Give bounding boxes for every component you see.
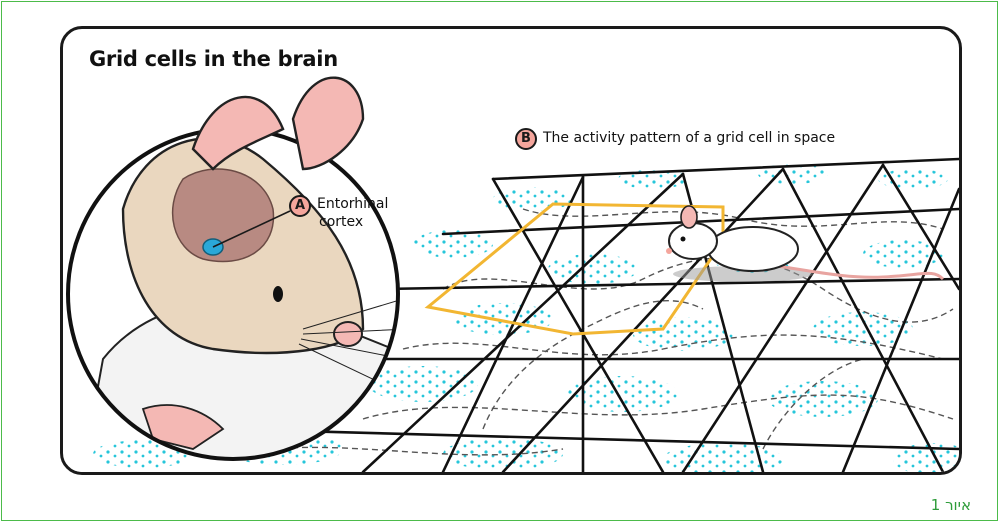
illustration-panel: Grid cells in the brain A Entorhinal cor… xyxy=(60,26,962,475)
label-a-line1: Entorhinal xyxy=(317,195,388,213)
label-b-text: The activity pattern of a grid cell in s… xyxy=(543,129,835,147)
figure-title: Grid cells in the brain xyxy=(89,47,338,71)
label-a-badge: A xyxy=(289,195,311,217)
label-a-line2: cortex xyxy=(317,213,388,231)
figure-caption: איור 1 xyxy=(931,496,971,514)
label-a-entorhinal: Entorhinal cortex xyxy=(317,195,388,231)
label-b-badge: B xyxy=(515,128,537,150)
grid-cell-illustration xyxy=(63,29,959,472)
